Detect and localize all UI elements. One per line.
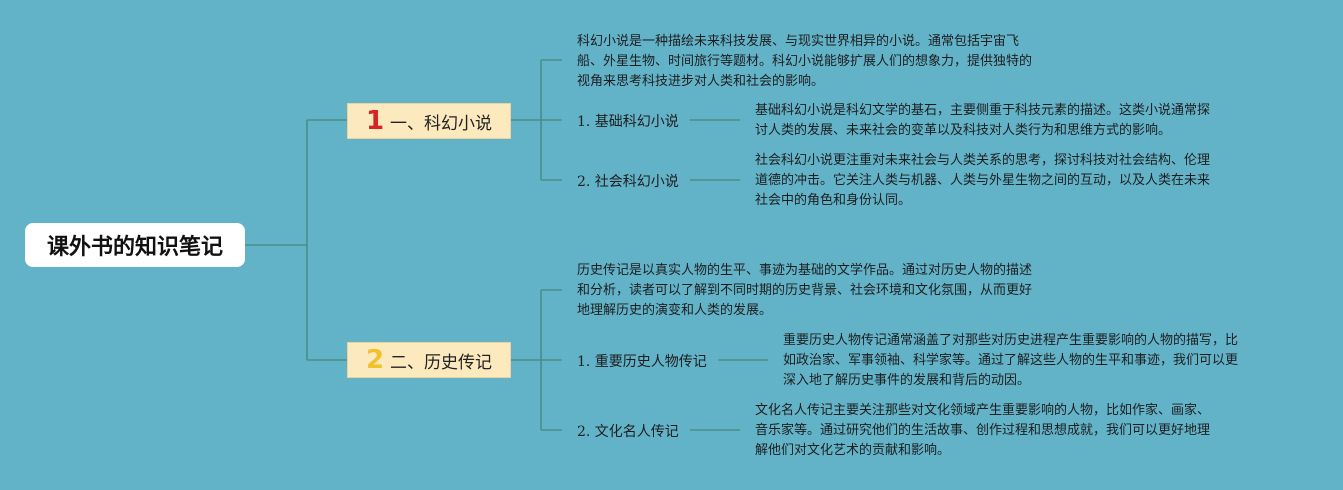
- intro-scifi: 科幻小说是一种描绘未来科技发展、与现实世界相异的小说。通常包括宇宙飞 船、外星生…: [577, 34, 1033, 89]
- subnode-cultural-figures[interactable]: 2. 文化名人传记: [577, 424, 679, 440]
- desc-cultural-figures: 文化名人传记主要关注那些对文化领域产生重要影响的人物，比如作家、画家、 音乐家等…: [755, 403, 1211, 458]
- connector-root: [245, 119, 347, 361]
- branch-title-scifi: 一、科幻小说: [390, 113, 493, 134]
- root-node[interactable]: 课外书的知识笔记: [25, 223, 245, 267]
- connector-branch-1: [511, 59, 562, 181]
- connector-branch-2: [511, 289, 562, 431]
- branch-node-scifi[interactable]: 1 一、科幻小说: [347, 103, 511, 139]
- desc-social-scifi: 社会科幻小说更注重对未来社会与人类关系的思考，探讨科技对社会结构、伦理 道德的冲…: [755, 153, 1211, 208]
- intro-biography: 历史传记是以真实人物的生平、事迹为基础的文学作品。通过对历史人物的描述 和分析，…: [577, 263, 1033, 318]
- branch-number-2: 2: [365, 345, 385, 375]
- root-title: 课外书的知识笔记: [46, 235, 223, 260]
- branch-node-biography[interactable]: 2 二、历史传记: [347, 342, 511, 378]
- subnode-social-scifi[interactable]: 2. 社会科幻小说: [577, 174, 679, 190]
- desc-basic-scifi: 基础科幻小说是科幻文学的基石，主要侧重于科技元素的描述。这类小说通常探 讨人类的…: [755, 103, 1211, 138]
- subnode-basic-scifi[interactable]: 1. 基础科幻小说: [577, 114, 679, 130]
- desc-historical-figures: 重要历史人物传记通常涵盖了对那些对历史进程产生重要影响的人物的描写，比 如政治家…: [783, 333, 1239, 388]
- branch-number-1: 1: [365, 106, 385, 136]
- subnode-historical-figures[interactable]: 1. 重要历史人物传记: [577, 354, 707, 370]
- branch-title-biography: 二、历史传记: [390, 352, 493, 373]
